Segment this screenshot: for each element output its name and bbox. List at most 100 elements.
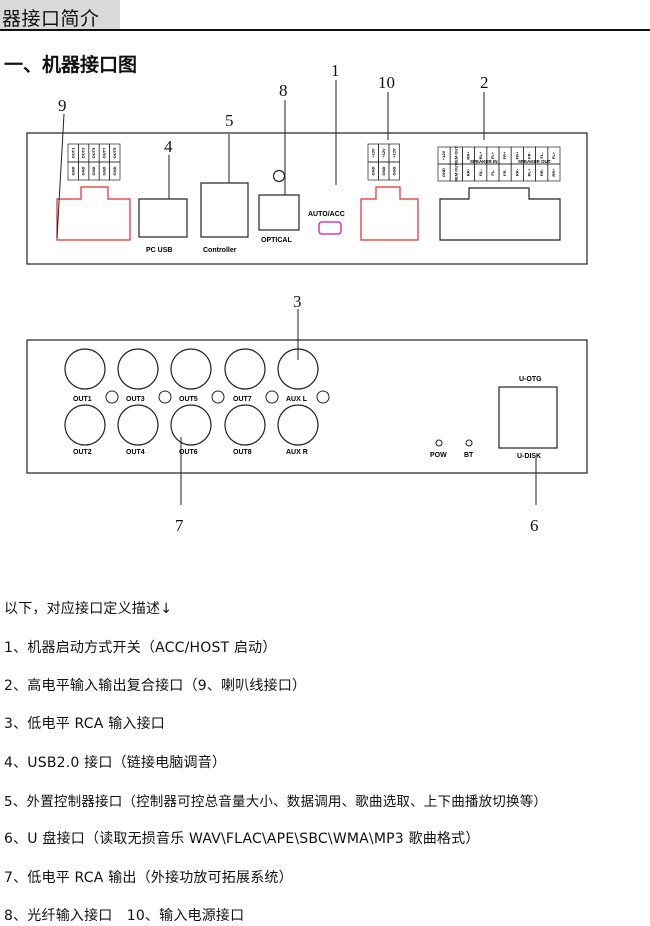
pow-led bbox=[435, 439, 443, 447]
rca-jack bbox=[170, 404, 212, 446]
callout-2: 2 bbox=[480, 73, 489, 92]
description-intro: 以下，对应接口定义描述↓ bbox=[4, 601, 173, 617]
pins9-pin-label: GND bbox=[91, 166, 96, 175]
rca-label: OUT4 bbox=[126, 449, 145, 456]
description-item-3: 3、低电平 RCA 输入接口 bbox=[4, 716, 165, 732]
pins2-pin-label: GND bbox=[441, 168, 446, 177]
rca-label: OUT5 bbox=[179, 396, 198, 403]
controller-port bbox=[200, 182, 249, 238]
pins9-pin-label: OUT5 bbox=[91, 147, 96, 158]
speaker-in-label: SPEAKER IN bbox=[470, 159, 498, 164]
pins10-cell bbox=[388, 161, 400, 181]
pins2-pin-label: RL+ bbox=[527, 168, 532, 176]
optical-port bbox=[258, 194, 300, 231]
pins2-pin-label: RL- bbox=[478, 169, 483, 176]
pins2-pin-label: FR- bbox=[502, 169, 507, 176]
pins9-pin-label: OUT7 bbox=[101, 147, 106, 158]
auto-acc-label: AUTO/ACC bbox=[308, 211, 345, 218]
pins2-cell bbox=[547, 163, 561, 182]
pins2-pin-label: RR- bbox=[466, 168, 471, 176]
pins10-pin-label: GND bbox=[370, 166, 375, 175]
callout-4: 4 bbox=[164, 137, 173, 156]
description-item-1: 1、机器启动方式开关（ACC/HOST 启动） bbox=[4, 640, 277, 656]
pins2-pin-label: RL+ bbox=[478, 151, 483, 159]
rca-small-circle bbox=[105, 390, 119, 404]
callout-9: 9 bbox=[58, 96, 67, 115]
u-disk-label: U-DISK bbox=[517, 453, 541, 460]
rca-jacks: OUT1 OUT3 OUT5 OUT7 AUX L OUT2 OUT4 OUT6 OUT8 AUX… bbox=[64, 348, 319, 456]
pins2-pin-label: FR- bbox=[527, 152, 532, 159]
pins10-pin-label: +12V bbox=[391, 148, 396, 158]
pins2-pin-label: +12V bbox=[441, 150, 446, 160]
pins2-pin-label: REM OUT bbox=[453, 163, 458, 182]
pins2-pin-label: FL+ bbox=[490, 151, 495, 159]
speaker-out-label: SPEAKER OUT bbox=[518, 159, 551, 164]
bt-label: BT bbox=[464, 452, 474, 459]
pins9-pin-label: OUT3 bbox=[81, 147, 86, 158]
description-item-8: 8、光纤输入接口 10、输入电源接口 bbox=[4, 908, 245, 924]
rca-jack bbox=[224, 404, 266, 446]
pins2-pin-label: FL- bbox=[490, 169, 495, 176]
pins2-pin-label: RR+ bbox=[551, 168, 556, 177]
pins9-pin-label: OUT1 bbox=[70, 147, 75, 158]
pins10-pin-label: +12V bbox=[381, 148, 386, 158]
pins10-pin-label: GND bbox=[381, 166, 386, 175]
callout-10: 10 bbox=[378, 73, 395, 92]
pins9-pin-label: GND bbox=[81, 166, 86, 175]
callout-3: 3 bbox=[293, 292, 302, 311]
description-item-7: 7、低电平 RCA 输出（外接功放可拓展系统） bbox=[4, 870, 293, 886]
rca-jack bbox=[224, 348, 266, 390]
optical-label: OPTICAL bbox=[261, 237, 292, 244]
pins9-pin-label: GND bbox=[101, 166, 106, 175]
callout-8: 8 bbox=[279, 81, 288, 100]
u-otg-label: U-OTG bbox=[519, 376, 542, 383]
rca-label: OUT2 bbox=[73, 449, 92, 456]
description-item-5: 5、外置控制器接口（控制器可控总音量大小、数据调用、歌曲选取、上下曲播放切换等） bbox=[4, 794, 548, 810]
rca-label: OUT6 bbox=[179, 449, 198, 456]
front-panel bbox=[26, 132, 588, 265]
rca-label: AUX R bbox=[286, 449, 308, 456]
pins2-pin-label: FL+ bbox=[551, 151, 556, 159]
pins2-pin-label: RR- bbox=[514, 168, 519, 176]
pc-usb-port bbox=[138, 198, 188, 238]
description-item-4: 4、USB2.0 接口（链接电脑调音） bbox=[4, 755, 227, 771]
pins2-pin-label: FR+ bbox=[514, 151, 519, 159]
pins2-pin-label: RR+ bbox=[466, 151, 471, 160]
rca-label: OUT1 bbox=[73, 396, 92, 403]
rca-jack bbox=[117, 348, 159, 390]
rca-small-circle bbox=[265, 390, 279, 404]
pins10-pin-label: GND bbox=[391, 166, 396, 175]
section-title: 一、机器接口图 bbox=[4, 54, 138, 76]
pins9-pin-label: OUT9 bbox=[112, 147, 117, 158]
pc-usb-label: PC USB bbox=[146, 247, 172, 254]
optical-led bbox=[272, 169, 286, 183]
back-panel bbox=[26, 339, 588, 474]
page-header-title: 器接口简介 bbox=[2, 8, 100, 30]
callout-7: 7 bbox=[175, 516, 184, 535]
rca-label: OUT3 bbox=[126, 396, 145, 403]
rca-jack bbox=[277, 404, 319, 446]
pow-label: POW bbox=[430, 452, 447, 459]
auto-acc-switch bbox=[318, 221, 342, 235]
rca-jack bbox=[170, 348, 212, 390]
rca-label: AUX L bbox=[286, 396, 308, 403]
pins2-pin-label: RR- bbox=[539, 168, 544, 176]
description-item-6: 6、U 盘接口（读取无损音乐 WAV\FLAC\APE\SBC\WMA\MP3 … bbox=[4, 831, 480, 847]
rca-label: OUT7 bbox=[233, 396, 252, 403]
pins9-pin-label: GND bbox=[112, 166, 117, 175]
callout-5: 5 bbox=[225, 111, 234, 130]
rca-jack bbox=[64, 404, 106, 446]
description-item-2: 2、高电平输入输出复合接口（9、喇叭线接口） bbox=[4, 678, 307, 694]
header-bar bbox=[0, 0, 120, 30]
rca-small-circle bbox=[211, 390, 225, 404]
rca-label: OUT8 bbox=[233, 449, 252, 456]
pins2-pin-label: FL- bbox=[539, 152, 544, 159]
pins9-pin-label: GND bbox=[70, 166, 75, 175]
pins2-pin-label: REM OUT bbox=[453, 146, 458, 165]
header-rule bbox=[0, 29, 650, 31]
